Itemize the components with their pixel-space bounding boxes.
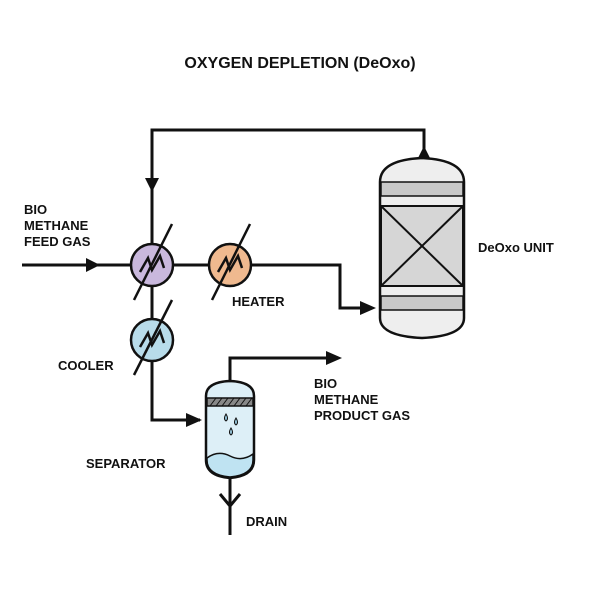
separator-demister-hatch [209, 397, 253, 407]
drain-icon [218, 493, 242, 509]
product-gas-arrow [326, 351, 342, 365]
heater-diagonal [210, 223, 252, 301]
cooler-diagonal [132, 299, 174, 376]
droplet-icon [229, 427, 233, 436]
deoxo-unit-label: DeOxo UNIT [478, 240, 554, 255]
heat-exchanger-diagonal [132, 223, 174, 301]
droplet-icon [234, 417, 238, 426]
deoxo-bottom-band [380, 295, 464, 311]
separator-demister [206, 397, 254, 407]
heat-exchanger [129, 223, 175, 301]
product-gas-label-line: METHANE [314, 392, 379, 407]
recycle-down-arrow [145, 178, 159, 192]
deoxo-catalyst-cross [380, 205, 464, 287]
deoxo-unit [378, 156, 466, 340]
deoxo-inlet-arrow [360, 301, 376, 315]
recycle-up-arrow [417, 146, 431, 160]
product-gas-label: BIO METHANE PRODUCT GAS [314, 376, 410, 423]
drain-label: DRAIN [246, 514, 287, 529]
cooler-label: COOLER [58, 358, 114, 373]
cooler-coil [138, 327, 166, 349]
separator-water [206, 452, 254, 478]
heater [207, 223, 253, 301]
diagram-title: OXYGEN DEPLETION (DeOxo) [184, 55, 415, 72]
heater-coil [216, 252, 244, 274]
feed-gas-label-line: FEED GAS [24, 234, 91, 249]
separator [204, 379, 256, 480]
separator-label: SEPARATOR [86, 456, 166, 471]
feed-gas-label: BIO METHANE FEED GAS [24, 202, 92, 249]
cooler [129, 299, 175, 376]
separator-inlet-arrow [186, 413, 202, 427]
heat-exchanger-coil [138, 252, 166, 274]
feed-gas-arrow [86, 258, 100, 272]
product-gas-label-line: BIO [314, 376, 337, 391]
droplet-icon [224, 413, 228, 422]
heater-to-deoxo-line [252, 263, 372, 310]
feed-gas-label-line: BIO [24, 202, 47, 217]
product-gas-label-line: PRODUCT GAS [314, 408, 410, 423]
heater-label: HEATER [232, 294, 285, 309]
deoxo-top-band [380, 181, 464, 197]
product-gas-line [228, 356, 330, 383]
feed-gas-label-line: METHANE [24, 218, 89, 233]
cooler-to-separator-line [150, 362, 200, 422]
